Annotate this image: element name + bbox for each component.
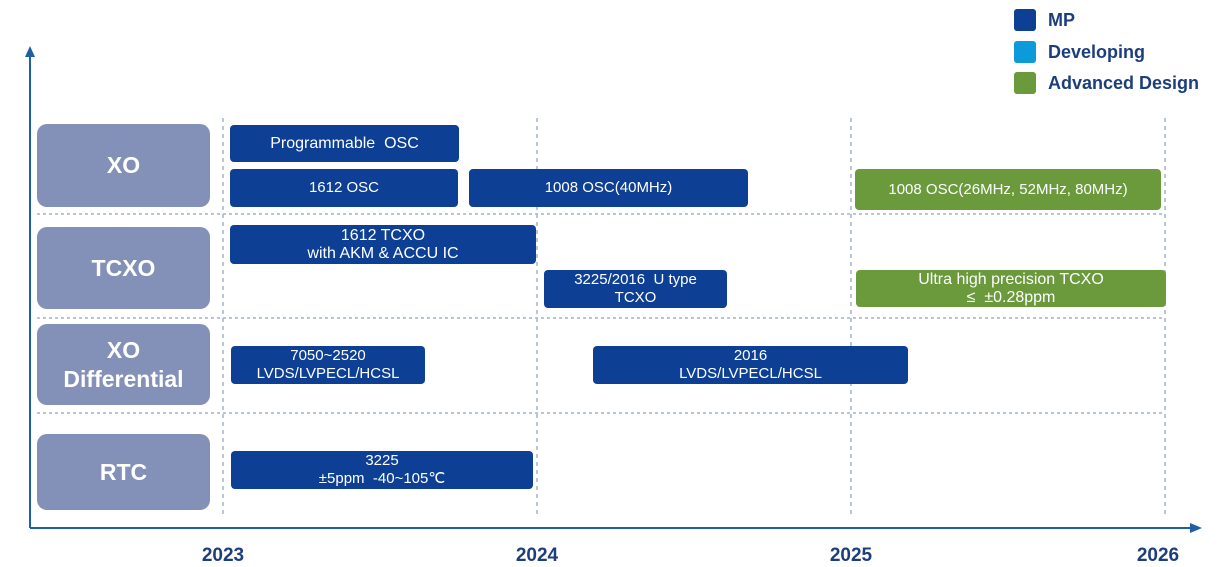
legend-swatch-developing <box>1014 41 1036 63</box>
bar-label: 1612 OSC <box>308 179 380 196</box>
category-label: XO <box>106 336 141 363</box>
bar-label: 2016 <box>733 347 768 364</box>
y-axis-arrow <box>25 46 35 57</box>
legend-item-developing: Developing <box>1014 40 1145 64</box>
bar-label: 1008 OSC(40MHz) <box>544 179 673 196</box>
legend-item-advanced-design: Advanced Design <box>1014 71 1199 95</box>
category-label: RTC <box>99 458 148 485</box>
category-xo-differential: XO Differential <box>37 324 210 405</box>
category-tcxo: TCXO <box>37 227 210 309</box>
bar-1008-osc-40mhz: 1008 OSC(40MHz) <box>469 169 748 207</box>
bar-2016-lvds: 2016 LVDS/LVPECL/HCSL <box>593 346 908 384</box>
bar-ultra-high-precision-tcxo: Ultra high precision TCXO ≤ ±0.28ppm <box>856 270 1166 307</box>
category-label: XO <box>106 152 141 178</box>
bar-label: 3225 <box>365 452 399 469</box>
category-label: TCXO <box>91 254 156 281</box>
bar-label: 1612 TCXO <box>340 226 426 244</box>
bar-label: 1008 OSC(26MHz, 52MHz, 80MHz) <box>888 180 1128 198</box>
year-label-2023: 2023 <box>201 545 245 566</box>
bar-1612-tcxo: 1612 TCXO with AKM & ACCU IC <box>230 225 536 264</box>
bar-label: ≤ ±0.28ppm <box>966 288 1056 306</box>
bar-1008-osc-multi-freq: 1008 OSC(26MHz, 52MHz, 80MHz) <box>855 169 1161 210</box>
year-label-2025: 2025 <box>829 545 873 566</box>
category-label: Differential <box>63 365 184 392</box>
legend-item-mp: MP <box>1014 8 1075 32</box>
x-axis-arrow <box>1190 523 1202 533</box>
bar-label: Ultra high precision TCXO <box>918 270 1104 288</box>
legend-swatch-mp <box>1014 9 1036 31</box>
legend-swatch-advanced-design <box>1014 72 1036 94</box>
bar-label: 3225/2016 U type <box>574 271 697 288</box>
bar-programmable-osc: Programmable OSC <box>230 125 459 162</box>
year-label-2026: 2026 <box>1136 545 1180 566</box>
year-label-2024: 2024 <box>515 545 559 566</box>
legend-label-advanced-design: Advanced Design <box>1048 72 1200 93</box>
bar-label: 7050~2520 <box>290 347 366 364</box>
bar-3225-rtc: 3225 ±5ppm -40~105℃ <box>231 451 533 489</box>
category-rtc: RTC <box>37 434 210 510</box>
bar-label: with AKM & ACCU IC <box>307 244 459 262</box>
bar-label: LVDS/LVPECL/HCSL <box>679 365 822 382</box>
legend-label-developing: Developing <box>1048 41 1146 62</box>
bar-7050-2520-lvds: 7050~2520 LVDS/LVPECL/HCSL <box>231 346 425 384</box>
bar-1612-osc: 1612 OSC <box>230 169 458 207</box>
bar-label: ±5ppm -40~105℃ <box>318 470 446 487</box>
bar-label: LVDS/LVPECL/HCSL <box>256 365 400 382</box>
legend-label-mp: MP <box>1048 9 1075 30</box>
bar-3225-2016-u-type-tcxo: 3225/2016 U type TCXO <box>544 270 727 308</box>
category-xo: XO <box>37 124 210 207</box>
bar-label: TCXO <box>614 289 657 306</box>
bar-label: Programmable OSC <box>270 134 419 152</box>
